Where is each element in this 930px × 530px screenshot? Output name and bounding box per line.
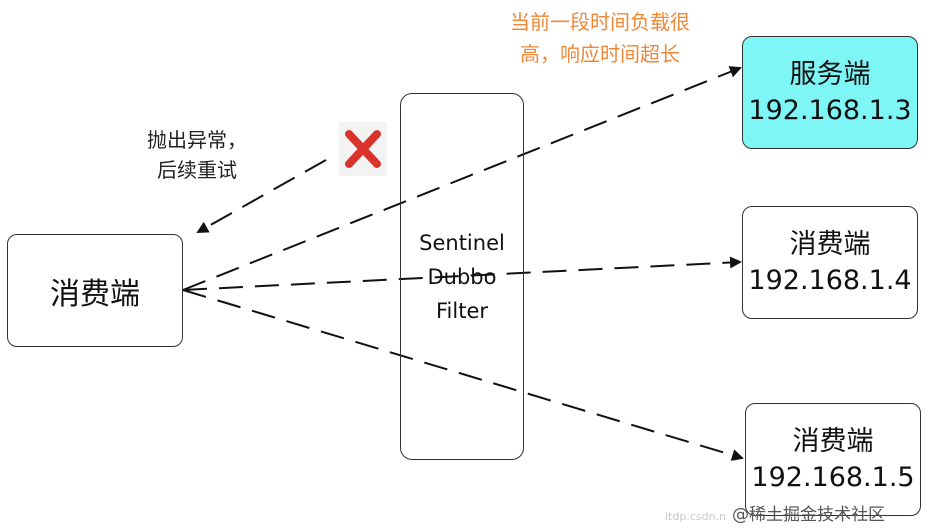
arrow-exception-return	[196, 159, 327, 233]
server-box-1-3: 服务端 192.168.1.3	[742, 36, 918, 149]
retry-note: 抛出异常， 后续重试	[132, 125, 262, 185]
latency-note: 当前一段时间负载很 高，响应时间超长	[470, 6, 730, 70]
server-ip: 192.168.1.5	[751, 461, 915, 493]
retry-note-line-1: 抛出异常，	[147, 128, 247, 152]
latency-note-line-2: 高，响应时间超长	[520, 42, 680, 66]
sentinel-dubbo-filter-box: Sentinel Dubbo Filter	[400, 93, 524, 460]
retry-note-line-2: 后续重试	[157, 158, 237, 182]
server-label: 消费端	[792, 425, 874, 457]
filter-line-3: Filter	[435, 298, 488, 323]
server-label: 服务端	[789, 58, 871, 90]
filter-line-2: Dubbo	[427, 264, 497, 289]
arrow-to-server-1-3	[182, 66, 742, 291]
server-ip: 192.168.1.3	[748, 94, 912, 126]
filter-line-1: Sentinel	[419, 230, 505, 255]
server-label: 消费端	[789, 228, 871, 260]
server-box-1-4: 消费端 192.168.1.4	[742, 206, 918, 319]
watermark: itdp.csdn.n @稀土掘金技术社区	[665, 502, 930, 528]
latency-note-line-1: 当前一段时间负载很	[510, 10, 690, 34]
arrow-to-server-1-5	[182, 289, 744, 461]
server-box-1-5: 消费端 192.168.1.5	[745, 403, 921, 516]
arrow-to-server-1-4	[182, 256, 742, 291]
consumer-box: 消费端	[7, 234, 183, 347]
watermark-faint: itdp.csdn.n	[665, 510, 727, 523]
watermark-text: @稀土掘金技术社区	[732, 505, 886, 525]
server-ip: 192.168.1.4	[748, 264, 912, 296]
close-icon	[339, 122, 387, 176]
consumer-label: 消费端	[50, 276, 140, 312]
